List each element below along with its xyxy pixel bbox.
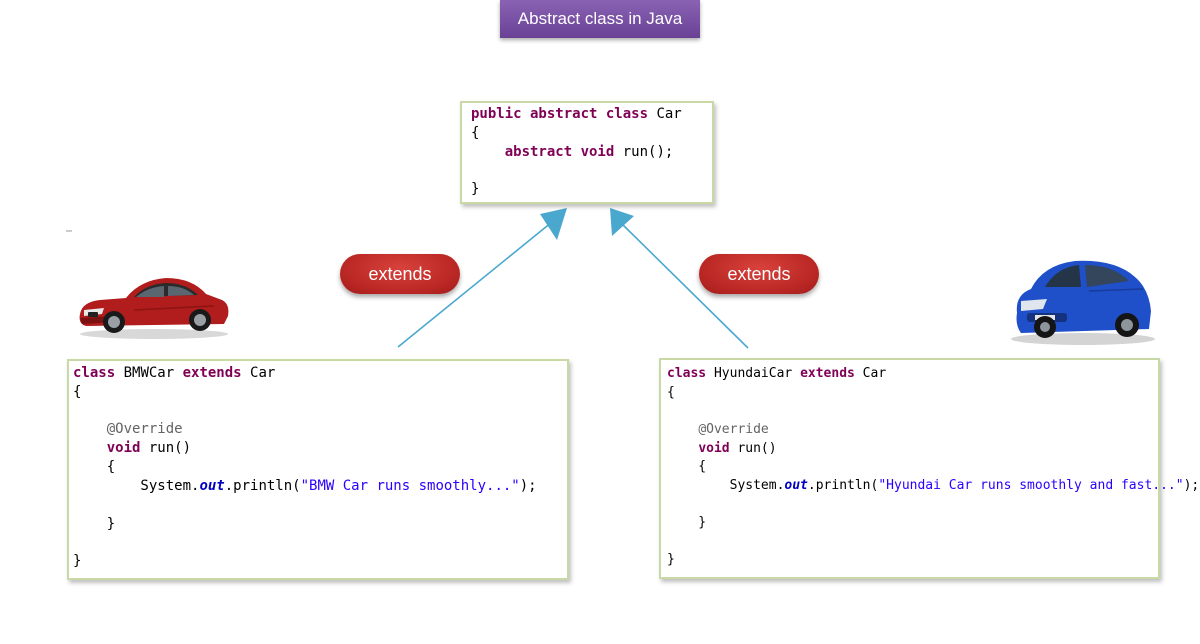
diagram-title: Abstract class in Java [500, 0, 700, 38]
code-token: } [471, 181, 480, 197]
code-token: { [73, 459, 116, 475]
code-token: extends [182, 365, 242, 381]
code-token: { [667, 385, 675, 400]
code-line: public abstract class Car [471, 106, 682, 122]
extends-label-left: extends [340, 254, 460, 294]
code-token: { [471, 125, 480, 141]
code-line: { [73, 384, 81, 400]
code-line: { [667, 385, 675, 400]
code-token: @Override [698, 422, 769, 437]
code-line: class BMWCar extends Car [73, 365, 275, 381]
code-line: } [667, 552, 675, 567]
code-line: System.out.println("Hyundai Car runs smo… [667, 478, 1200, 493]
code-token [73, 421, 107, 437]
code-token: .println( [807, 478, 879, 493]
code-token: ); [519, 478, 537, 494]
arrowhead-left [540, 208, 567, 240]
arrow-line-left [397, 221, 553, 348]
code-token: { [667, 459, 707, 474]
code-line: @Override [73, 421, 183, 437]
code-line: { [73, 459, 115, 475]
code-token: @Override [106, 421, 183, 437]
code-token: out [199, 478, 225, 494]
code-token: out [784, 478, 808, 493]
code-token: BMWCar [115, 365, 183, 381]
code-line: } [73, 553, 81, 569]
code-token: { [73, 384, 82, 400]
code-token: class [73, 365, 116, 381]
code-token: class [667, 366, 707, 381]
code-line: } [73, 516, 115, 532]
code-token: Car [854, 366, 887, 381]
code-token: void [106, 440, 141, 456]
hyundai-class-code-box: class HyundaiCar extends Car{ @Override … [659, 358, 1199, 579]
code-line: void run() [73, 440, 191, 456]
code-token: } [667, 552, 675, 567]
code-line: void run() [667, 441, 777, 456]
code-token: run() [140, 440, 192, 456]
code-token: public abstract class [471, 106, 649, 122]
red-bmw-car-image [79, 278, 229, 339]
code-token: run() [729, 441, 777, 456]
code-token: "BMW Car runs smoothly..." [300, 478, 520, 494]
code-line: } [667, 515, 706, 530]
code-line: } [471, 181, 479, 197]
code-token [471, 144, 505, 160]
code-token: "Hyundai Car runs smoothly and fast..." [878, 478, 1184, 493]
code-token [667, 422, 698, 437]
arrow-line-right [621, 223, 749, 349]
code-token: run(); [614, 144, 674, 160]
code-token [667, 441, 698, 456]
code-token: System. [73, 478, 200, 494]
code-token: } [73, 516, 116, 532]
blue-hyundai-car-image [1011, 260, 1155, 345]
code-token: System. [667, 478, 785, 493]
code-token: ); [1183, 478, 1200, 493]
code-line: System.out.println("BMW Car runs smoothl… [73, 478, 537, 494]
extends-label-right: extends [699, 254, 819, 294]
code-token: abstract void [504, 144, 615, 160]
code-token: Car [241, 365, 276, 381]
code-line: abstract void run(); [471, 144, 674, 160]
code-token [73, 440, 107, 456]
code-token: } [73, 553, 82, 569]
code-token: } [667, 515, 707, 530]
code-line: { [471, 125, 479, 141]
code-token: extends [800, 366, 855, 381]
code-line: { [667, 459, 706, 474]
code-line: @Override [667, 422, 769, 437]
abstract-class-code-box: public abstract class Car { abstract void… [460, 101, 714, 204]
code-token: HyundaiCar [706, 366, 801, 381]
code-line: class HyundaiCar extends Car [667, 366, 886, 381]
code-token: Car [648, 106, 682, 122]
code-token: void [698, 441, 730, 456]
code-token: .println( [224, 478, 301, 494]
bmw-class-code-box: class BMWCar extends Car { @Override void… [67, 359, 569, 580]
arrowhead-right [610, 208, 634, 236]
